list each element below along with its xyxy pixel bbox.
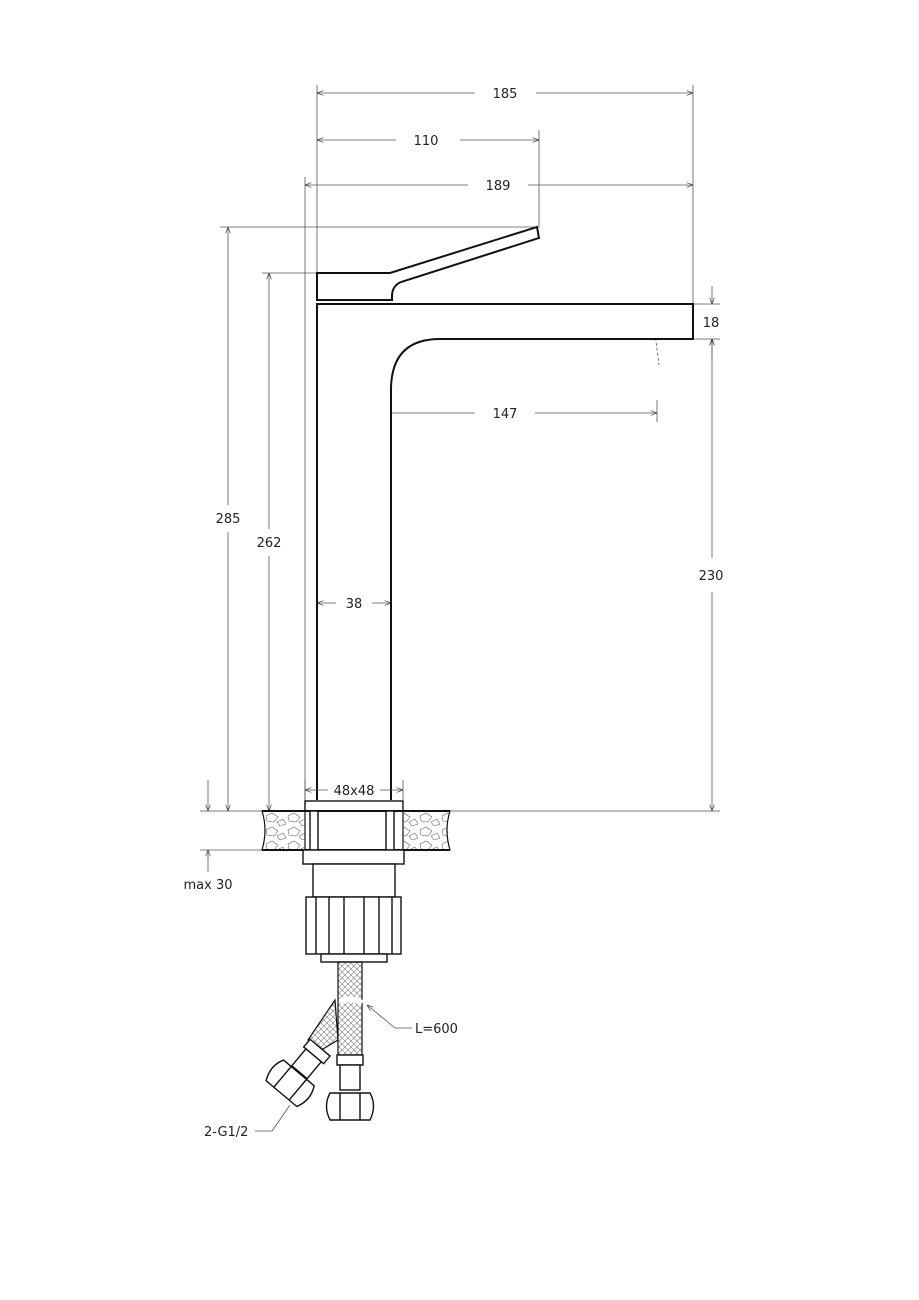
dimension-max-30: max 30 — [184, 780, 233, 893]
mounting-hardware — [302, 849, 405, 963]
dim-262-label: 262 — [257, 536, 282, 551]
dimension-18: 18 — [703, 286, 720, 357]
countertop — [261, 810, 451, 851]
callout-connection: 2-G1/2 — [204, 1104, 291, 1140]
hose-length-label: L=600 — [415, 1022, 458, 1037]
dim-230-label: 230 — [699, 569, 724, 584]
dim-189-label: 189 — [486, 179, 511, 194]
dim-147-label: 147 — [493, 407, 518, 422]
dimension-110: 110 — [317, 134, 539, 149]
faucet-body — [304, 225, 694, 812]
dimension-262: 262 — [257, 273, 282, 811]
dimension-185: 185 — [317, 87, 693, 102]
dim-max30-label: max 30 — [184, 878, 233, 893]
dim-18-label: 18 — [703, 316, 720, 331]
dimension-230: 230 — [699, 339, 724, 811]
dimension-38: 38 — [317, 597, 391, 612]
dim-185-label: 185 — [493, 87, 518, 102]
supply-hoses — [265, 961, 375, 1121]
connection-label: 2-G1/2 — [204, 1125, 248, 1140]
dimension-189: 189 — [305, 179, 693, 194]
dim-110-label: 110 — [414, 134, 439, 149]
dimension-48x48: 48x48 — [304, 780, 404, 800]
dim-48x48-label: 48x48 — [334, 784, 375, 799]
extension-lines — [200, 85, 720, 851]
dim-38-label: 38 — [346, 597, 363, 612]
dimension-147: 147 — [354, 407, 657, 422]
dim-285-label: 285 — [216, 512, 241, 527]
dimension-285: 285 — [216, 227, 241, 811]
callout-hose-length: L=600 — [367, 1005, 458, 1037]
